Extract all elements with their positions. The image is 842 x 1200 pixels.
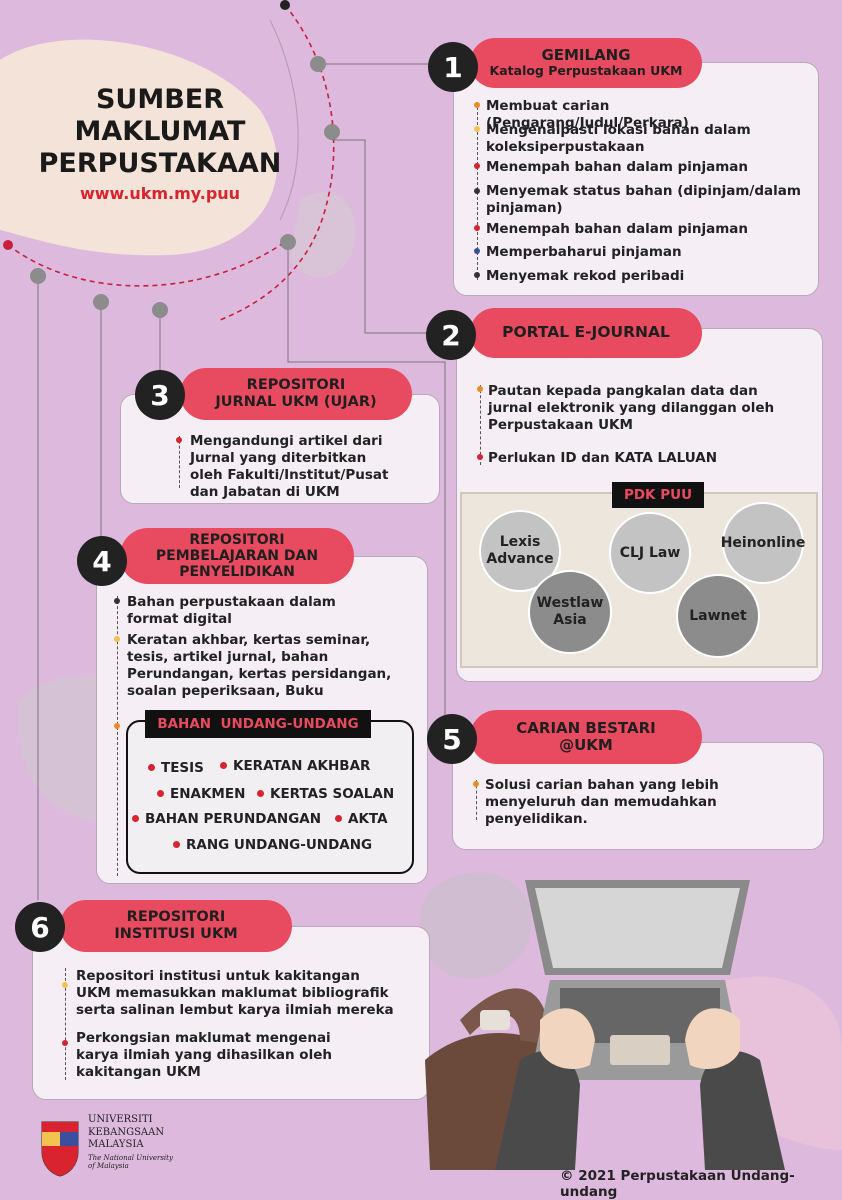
section-number-1: 1 bbox=[428, 42, 478, 92]
ujar-title: REPOSITORI JURNAL UKM (UJAR) bbox=[180, 368, 412, 420]
carian-bestari-title: CARIAN BESTARI @UKM bbox=[470, 710, 702, 764]
list-item: Membuat carian (Pengarang/Judul/Perkara) bbox=[486, 98, 689, 131]
institusi-title: REPOSITORI INSTITUSI UKM bbox=[60, 900, 292, 952]
database-lexis-advance[interactable]: Lexis Advance bbox=[479, 510, 561, 592]
law-tag-tesis[interactable]: TESIS bbox=[148, 760, 204, 776]
list-item: Pautan kepada pangkalan data dan jurnal … bbox=[488, 383, 775, 433]
database-clj-law[interactable]: CLJ Law bbox=[609, 512, 691, 594]
list-item: Mengenalpasti lokasi bahan dalam koleksi… bbox=[486, 122, 751, 155]
main-title: SUMBER MAKLUMAT PERPUSTAKAAN bbox=[38, 84, 282, 179]
list-item: Bahan perpustakaan dalam format digital bbox=[127, 594, 336, 627]
section-number-5: 5 bbox=[427, 714, 477, 764]
portal-ejournal-title: PORTAL E-JOURNAL bbox=[470, 308, 702, 358]
list-item: Mengandungi artikel dari Jurnal yang dit… bbox=[190, 433, 389, 500]
database-panel-label: PDK PUU bbox=[612, 482, 704, 508]
law-tag-akta[interactable]: AKTA bbox=[335, 811, 388, 827]
law-tag-kertas-soalan[interactable]: KERTAS SOALAN bbox=[257, 786, 394, 802]
ukm-crest-icon bbox=[41, 1121, 79, 1177]
list-item: Menempah bahan dalam pinjaman bbox=[486, 221, 749, 237]
section-number-2: 2 bbox=[426, 310, 476, 360]
section-number-3: 3 bbox=[135, 370, 185, 420]
law-materials-box bbox=[126, 720, 414, 874]
website-url[interactable]: www.ukm.my.puu bbox=[79, 184, 241, 203]
law-tag-enakmen[interactable]: ENAKMEN bbox=[157, 786, 245, 802]
list-item: Repositori institusi untuk kakitangan UK… bbox=[76, 968, 394, 1018]
repositori-pembelajaran-title: REPOSITORI PEMBELAJARAN DAN PENYELIDIKAN bbox=[120, 528, 354, 584]
laptop-illustration bbox=[425, 880, 785, 1170]
list-item: Menyemak rekod peribadi bbox=[486, 268, 685, 284]
gemilang-title: GEMILANG Katalog Perpustakaan UKM bbox=[470, 38, 702, 88]
list-item: Keratan akhbar, kertas seminar, tesis, a… bbox=[127, 632, 392, 699]
law-tag-bahan-perundangan[interactable]: BAHAN PERUNDANGAN bbox=[132, 811, 321, 827]
database-westlaw-asia[interactable]: Westlaw Asia bbox=[528, 570, 612, 654]
database-lawnet[interactable]: Lawnet bbox=[676, 574, 760, 658]
list-item: Perlukan ID dan KATA LALUAN bbox=[488, 450, 717, 466]
institusi-card bbox=[32, 926, 430, 1100]
list-item: Memperbaharui pinjaman bbox=[486, 244, 682, 260]
list-item: Perkongsian maklumat mengenai karya ilmi… bbox=[76, 1030, 332, 1080]
copyright: © 2021 Perpustakaan Undang-undang bbox=[560, 1168, 795, 1200]
ukm-logo: UNIVERSITI KEBANGSAAN MALAYSIA The Natio… bbox=[38, 1112, 188, 1184]
list-item: Solusi carian bahan yang lebih menyeluru… bbox=[485, 777, 719, 827]
gemilang-card bbox=[453, 62, 819, 296]
law-materials-label: BAHAN UNDANG-UNDANG bbox=[145, 710, 371, 738]
section-number-6: 6 bbox=[15, 902, 65, 952]
law-tag-rang-undang-undang[interactable]: RANG UNDANG-UNDANG bbox=[173, 837, 372, 853]
list-item: Menempah bahan dalam pinjaman bbox=[486, 159, 749, 175]
law-tag-keratan-akhbar[interactable]: KERATAN AKHBAR bbox=[220, 758, 370, 774]
section-number-4: 4 bbox=[77, 536, 127, 586]
list-item: Menyemak status bahan (dipinjam/dalam pi… bbox=[486, 183, 801, 216]
database-heinonline[interactable]: Heinonline bbox=[721, 502, 805, 584]
